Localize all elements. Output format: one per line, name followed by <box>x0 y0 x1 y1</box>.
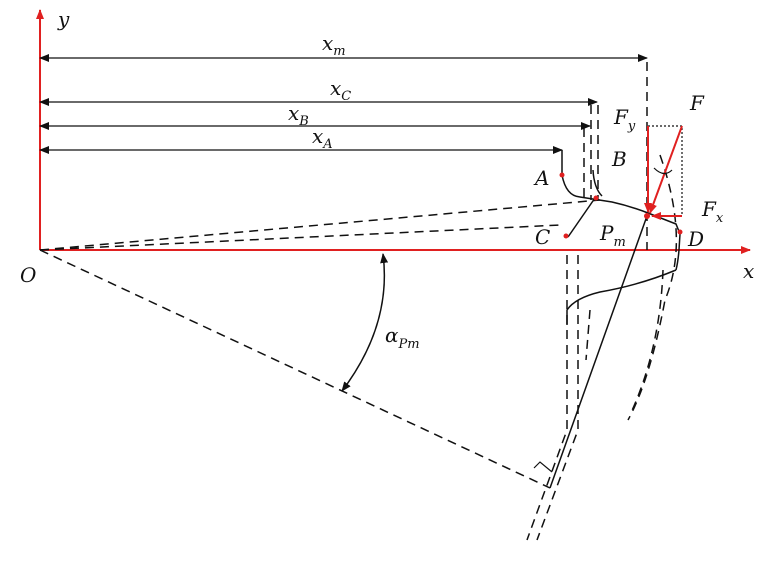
dimension-xc: xC <box>39 76 598 106</box>
origin-rays <box>39 199 601 489</box>
svg-text:xB: xB <box>288 101 309 129</box>
pm-main: P <box>599 221 614 245</box>
fx-main: F <box>701 197 717 221</box>
point-pm-label: Pm <box>599 221 626 250</box>
fy-subscript: y <box>627 119 636 134</box>
force-components <box>644 125 683 220</box>
point-a-label: A <box>533 166 549 190</box>
svg-text:xC: xC <box>330 76 351 104</box>
tooth-profile <box>549 150 681 489</box>
x-axis-label: x <box>743 259 754 283</box>
point-d-label: D <box>687 227 704 251</box>
xa-label: x <box>312 124 323 148</box>
xb-subscript: B <box>298 114 309 129</box>
point-c-label: C <box>535 225 550 249</box>
force-fx-label: Fx <box>701 197 724 226</box>
force-fy-label: Fy <box>613 105 636 134</box>
point-markers <box>559 172 683 239</box>
angle-arc <box>341 253 389 392</box>
dimension-xb: xB <box>39 101 591 130</box>
force-f-label: F <box>689 91 705 115</box>
xb-label: x <box>288 101 299 125</box>
xc-label: x <box>330 76 341 100</box>
origin-label: O <box>20 263 36 287</box>
xm-subscript: m <box>333 44 345 59</box>
dimension-xm: xm <box>39 31 648 62</box>
svg-text:xA: xA <box>312 124 333 152</box>
fx-subscript: x <box>716 211 724 226</box>
y-axis-label: y <box>57 7 70 31</box>
dimension-xa: xA <box>39 124 563 154</box>
angle-symbol: α <box>385 323 399 347</box>
pm-subscript: m <box>613 235 625 250</box>
force-f-arrow <box>649 125 683 214</box>
svg-text:xm: xm <box>322 31 346 59</box>
xc-subscript: C <box>341 89 351 104</box>
point-b-label: B <box>611 147 627 171</box>
angle-subscript: Pm <box>398 337 420 352</box>
angle-label: αPm <box>385 323 420 352</box>
xm-label: x <box>322 31 333 55</box>
dashed-flanks <box>526 154 678 541</box>
fy-main: F <box>613 105 629 129</box>
xa-subscript: A <box>322 137 332 152</box>
right-angle-mark <box>533 461 553 473</box>
